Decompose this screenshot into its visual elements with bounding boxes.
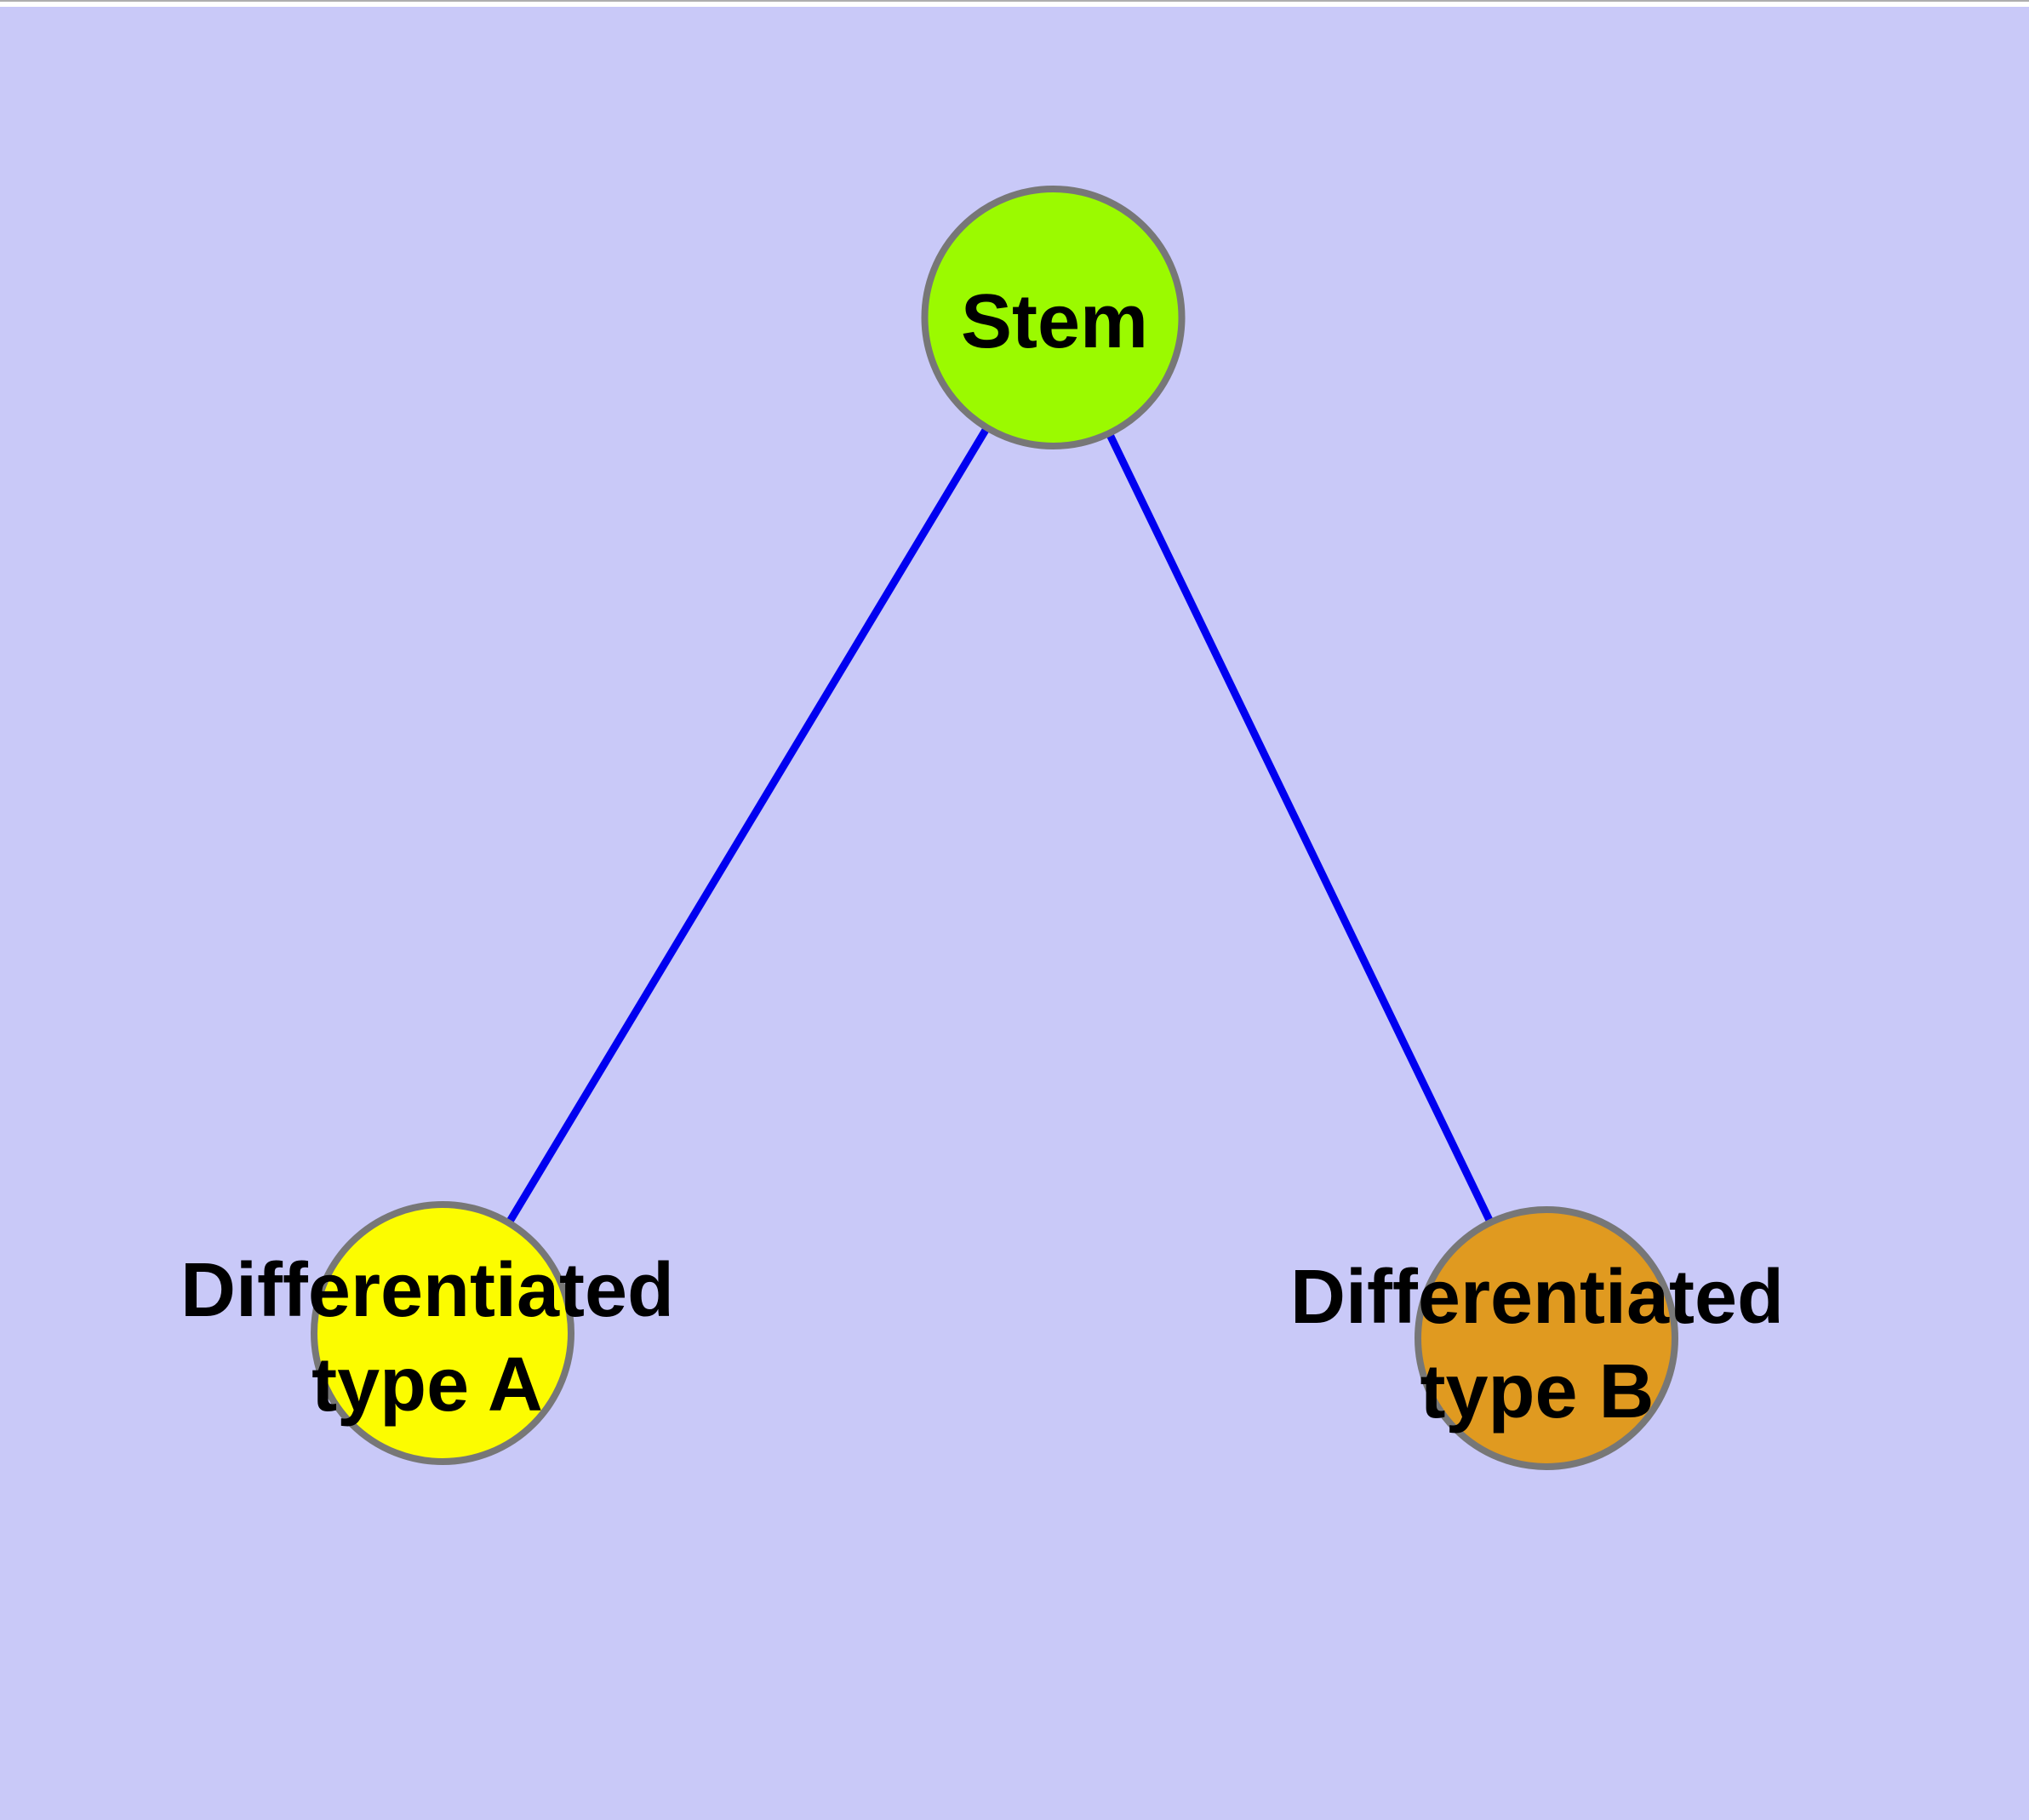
node-stem (921, 186, 1186, 449)
node-differentiated-type-b-label-line1: Differentiated (1290, 1255, 1784, 1340)
edge-stem-to-type-a (439, 315, 1057, 1336)
top-margin-strip (0, 2, 2029, 7)
top-border-line (0, 0, 2029, 2)
node-differentiated-type-a-label-line2: type A (311, 1342, 543, 1428)
node-differentiated-type-b-label-line2: type B (1420, 1349, 1654, 1434)
edge-stem-to-type-b (1049, 316, 1551, 1340)
node-differentiated-type-b (1415, 1206, 1678, 1470)
node-differentiated-type-a-label-line1: Differentiated (180, 1248, 674, 1333)
node-stem-label: Stem (961, 279, 1148, 364)
node-differentiated-type-a (311, 1201, 574, 1465)
